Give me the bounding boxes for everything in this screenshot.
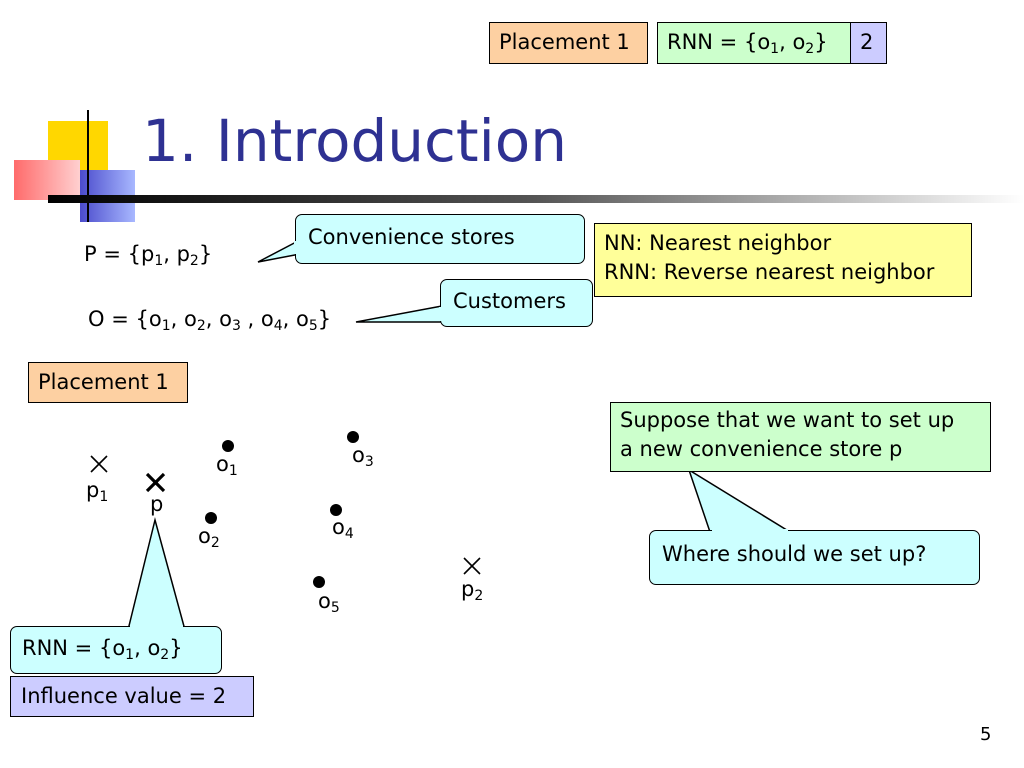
o3-dot-icon bbox=[347, 431, 359, 443]
tail-joint-1 bbox=[294, 241, 298, 254]
p-cross-icon bbox=[145, 472, 166, 493]
title-underline bbox=[48, 195, 1024, 203]
label-o1: o1 bbox=[216, 452, 238, 479]
set-p: P = {p1, p2} bbox=[84, 242, 213, 269]
p2-cross-icon bbox=[463, 557, 481, 575]
slide-title: 1. Introduction bbox=[142, 107, 568, 175]
placement-label: Placement 1 bbox=[28, 362, 188, 403]
suppose-box: Suppose that we want to set up a new con… bbox=[610, 402, 991, 472]
tail-joint-3 bbox=[712, 529, 788, 533]
legend-rnn: RNN: Reverse nearest neighbor bbox=[604, 260, 935, 285]
influence-value-box: Influence value = 2 bbox=[10, 676, 254, 717]
o2-dot-icon bbox=[205, 512, 217, 524]
legend-box: NN: Nearest neighbor RNN: Reverse neares… bbox=[594, 223, 972, 297]
label-p: p bbox=[150, 492, 164, 516]
page-number: 5 bbox=[980, 724, 992, 745]
callout-customers: Customers bbox=[440, 279, 593, 327]
label-p1: p1 bbox=[86, 478, 109, 505]
o5-dot-icon bbox=[313, 576, 325, 588]
tail-joint-2 bbox=[439, 307, 443, 321]
result-rnn-callout: RNN = {o1, o2} bbox=[10, 626, 222, 674]
o4-dot-icon bbox=[330, 504, 342, 516]
o1-dot-icon bbox=[222, 440, 234, 452]
suppose-line2: a new convenience store p bbox=[620, 437, 903, 462]
callout-convenience-stores: Convenience stores bbox=[295, 214, 585, 264]
tail-joint-4 bbox=[130, 625, 183, 629]
logo-red-square bbox=[14, 160, 80, 200]
callout-where-setup: Where should we set up? bbox=[649, 530, 980, 585]
top-rnn-label: RNN = {o1, o2} bbox=[657, 22, 851, 64]
label-o2: o2 bbox=[198, 524, 220, 551]
top-placement-label: Placement 1 bbox=[489, 22, 648, 64]
p1-cross-icon bbox=[90, 455, 108, 473]
logo-vertical-line bbox=[87, 110, 89, 222]
suppose-line1: Suppose that we want to set up bbox=[620, 408, 955, 432]
label-o4: o4 bbox=[332, 515, 354, 542]
legend-nn: NN: Nearest neighbor bbox=[604, 231, 832, 255]
label-o5: o5 bbox=[318, 589, 340, 616]
set-o: O = {o1, o2, o3 , o4, o5} bbox=[88, 307, 332, 334]
top-influence-value: 2 bbox=[850, 22, 887, 64]
label-p2: p2 bbox=[461, 577, 484, 604]
label-o3: o3 bbox=[352, 443, 374, 470]
